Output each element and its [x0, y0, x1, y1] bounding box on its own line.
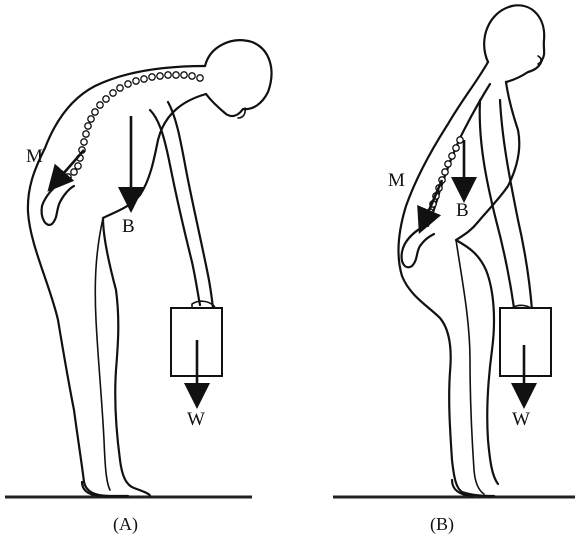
load-box-b [500, 308, 551, 376]
label-weight-a: W [187, 409, 205, 430]
label-muscle-a: M [26, 146, 43, 167]
label-body-b: B [456, 200, 469, 221]
head-b [484, 5, 544, 82]
label-weight-b: W [512, 409, 530, 430]
caption-b: (B) [430, 514, 454, 535]
caption-a: (A) [113, 514, 138, 535]
pelvis-b [402, 226, 434, 267]
spine-a [65, 72, 203, 180]
figure-b: M B W (B) [333, 5, 575, 535]
torso-front-a [103, 94, 206, 496]
label-body-a: B [122, 216, 135, 237]
figure-a: M B W (A) [5, 40, 271, 535]
arm-b [480, 100, 514, 308]
label-muscle-b: M [388, 170, 405, 191]
pelvis-a [42, 180, 74, 225]
head-a [205, 40, 271, 116]
